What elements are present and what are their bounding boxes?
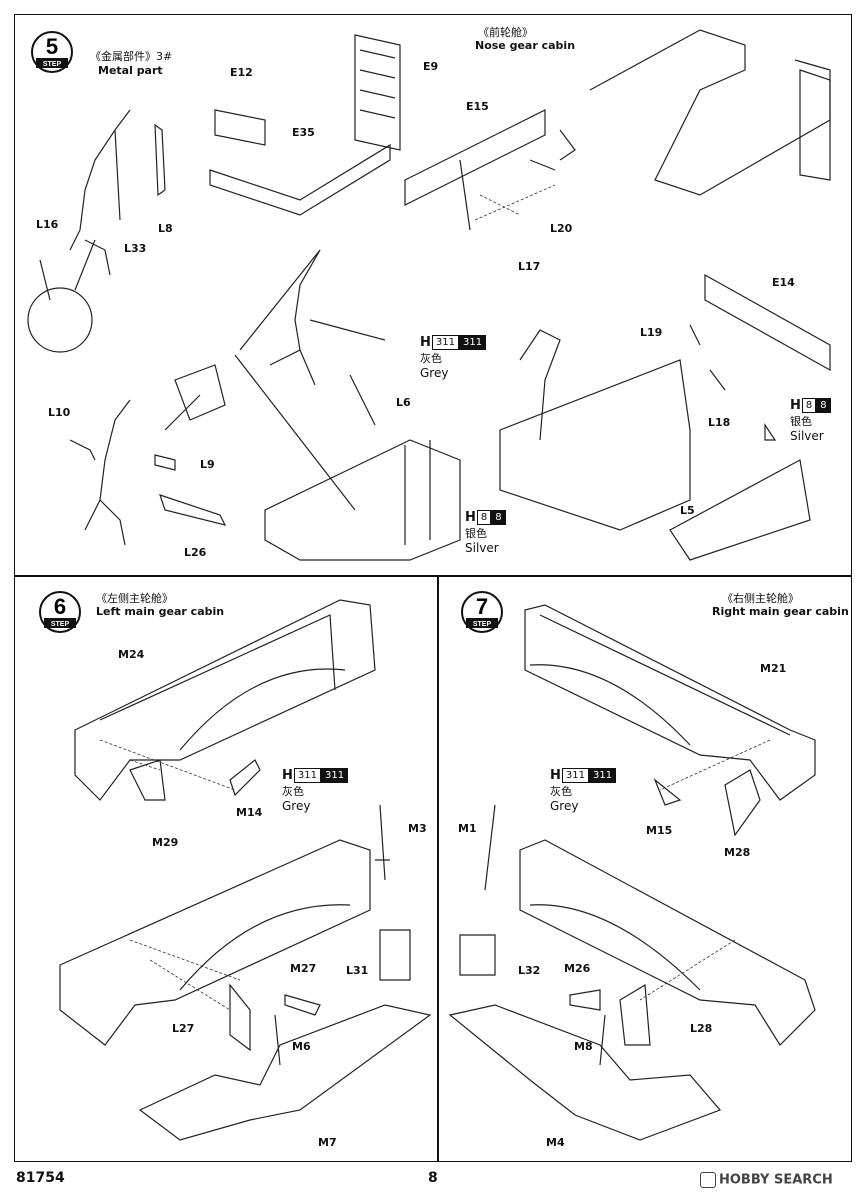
left-upper-cabin-drawing xyxy=(74,599,376,801)
nose-gear-title-en: Nose gear cabin xyxy=(475,39,576,52)
part-label-m8: M8 xyxy=(574,1040,593,1053)
part-label-m26: M26 xyxy=(564,962,591,975)
page-number: 8 xyxy=(428,1170,438,1186)
part-label-l26: L26 xyxy=(184,546,207,559)
right-upper-cabin-drawing xyxy=(524,604,816,801)
right-nose-assembly-drawing xyxy=(499,359,691,531)
m7-floor-drawing xyxy=(138,1004,432,1141)
hobby-search-watermark: HOBBY SEARCH xyxy=(700,1172,833,1188)
part-label-m24: M24 xyxy=(118,648,145,661)
metal-part-title-cn: 《金属部件》3# xyxy=(90,50,173,63)
e35-part-drawing xyxy=(209,109,391,216)
part-label-e14: E14 xyxy=(772,276,795,289)
part-label-l27: L27 xyxy=(172,1022,195,1035)
svg-text:STEP: STEP xyxy=(43,61,62,68)
part-label-e15: E15 xyxy=(466,100,489,113)
step6-badge: 6 STEP xyxy=(39,591,81,633)
nose-cabin-drawing xyxy=(264,439,461,561)
left-main-gear-title-en: Left main gear cabin xyxy=(96,605,225,618)
right-lower-cabin-drawing xyxy=(519,839,816,1046)
watermark-logo-icon xyxy=(700,1172,716,1188)
part-label-l18: L18 xyxy=(708,416,731,429)
part-label-e12: E12 xyxy=(230,66,253,79)
step5-panel xyxy=(14,14,852,576)
product-code: 81754 xyxy=(16,1170,65,1186)
step7-panel xyxy=(438,576,852,1162)
part-label-m15: M15 xyxy=(646,824,673,837)
left-lower-cabin-drawing xyxy=(59,839,371,1046)
part-label-l33: L33 xyxy=(124,242,147,255)
e15-part-drawing xyxy=(404,109,556,231)
part-label-l32: L32 xyxy=(518,964,541,977)
part-label-m29: M29 xyxy=(152,836,179,849)
step5-badge: 5 STEP xyxy=(31,31,73,73)
part-label-m7: M7 xyxy=(318,1136,337,1149)
svg-text:7: 7 xyxy=(476,594,488,619)
svg-text:6: 6 xyxy=(54,594,66,619)
part-label-l20: L20 xyxy=(550,222,573,235)
m4-floor-drawing xyxy=(448,1004,722,1141)
svg-text:STEP: STEP xyxy=(473,621,492,628)
part-label-l6: L6 xyxy=(396,396,411,409)
svg-text:STEP: STEP xyxy=(51,621,70,628)
part-label-m4: M4 xyxy=(546,1136,565,1149)
part-label-l31: L31 xyxy=(346,964,369,977)
step6-panel xyxy=(14,576,438,1162)
part-label-l16: L16 xyxy=(36,218,59,231)
step7-badge: 7 STEP xyxy=(461,591,503,633)
left-main-gear-title-cn: 《左侧主轮舱》 xyxy=(96,592,173,605)
nose-strut-drawing xyxy=(269,249,386,386)
right-main-gear-title-cn: 《右侧主轮舱》 xyxy=(722,592,799,605)
part-label-m28: M28 xyxy=(724,846,751,859)
part-label-l19: L19 xyxy=(640,326,663,339)
part-label-m1: M1 xyxy=(458,822,477,835)
e14-part-drawing xyxy=(704,273,831,372)
part-label-l5: L5 xyxy=(680,504,695,517)
part-label-m14: M14 xyxy=(236,806,263,819)
part-label-l17: L17 xyxy=(518,260,541,273)
part-label-m21: M21 xyxy=(760,662,787,675)
metal-strut-drawing xyxy=(69,109,131,276)
svg-text:5: 5 xyxy=(46,34,58,59)
metal-part-title-en: Metal part xyxy=(98,64,163,77)
part-label-e35: E35 xyxy=(292,126,315,139)
part-label-l10: L10 xyxy=(48,406,71,419)
part-label-l28: L28 xyxy=(690,1022,713,1035)
part-label-l8: L8 xyxy=(158,222,173,235)
part-label-m3: M3 xyxy=(408,822,427,835)
nose-gear-title-cn: 《前轮舱》 xyxy=(478,26,533,39)
right-main-gear-title-en: Right main gear cabin xyxy=(712,605,849,618)
l10-strut-drawing xyxy=(84,399,131,546)
part-label-m6: M6 xyxy=(292,1040,311,1053)
part-label-e9: E9 xyxy=(423,60,439,73)
part-label-m27: M27 xyxy=(290,962,317,975)
part-label-l9: L9 xyxy=(200,458,215,471)
